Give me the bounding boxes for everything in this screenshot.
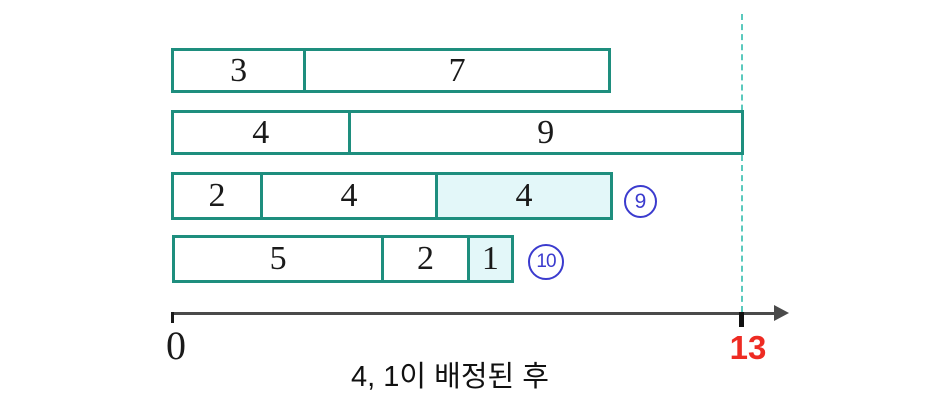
- bar-segment: 5: [175, 238, 382, 280]
- order-badge-10: 10: [528, 244, 564, 280]
- bar-segment: 3: [174, 51, 304, 90]
- bar-row-1: 3 7: [171, 48, 611, 93]
- bar-segment-highlighted: 4: [435, 175, 610, 217]
- deadline-dashed-line: [741, 14, 743, 312]
- x-axis-tick-13: [739, 312, 744, 327]
- bar-segment: 2: [381, 238, 467, 280]
- x-axis-tick-0: [171, 312, 174, 323]
- x-axis-arrowhead-icon: [774, 305, 789, 321]
- bar-row-4: 5 2 1: [172, 235, 514, 283]
- figure-caption: 4, 1이 배정된 후: [351, 361, 549, 393]
- bar-segment-highlighted: 1: [466, 238, 511, 280]
- bar-segment: 2: [174, 175, 260, 217]
- order-badge-9: 9: [624, 185, 657, 218]
- bar-row-3: 2 4 4: [171, 172, 613, 220]
- bar-segment: 9: [347, 113, 741, 152]
- x-axis-label-13: 13: [729, 329, 767, 366]
- x-axis-label-0: 0: [166, 323, 186, 368]
- bar-segment: 7: [303, 51, 608, 90]
- bar-segment: 4: [174, 113, 348, 152]
- x-axis-line: [171, 312, 777, 315]
- bar-row-2: 4 9: [171, 110, 744, 155]
- bar-segment: 4: [260, 175, 435, 217]
